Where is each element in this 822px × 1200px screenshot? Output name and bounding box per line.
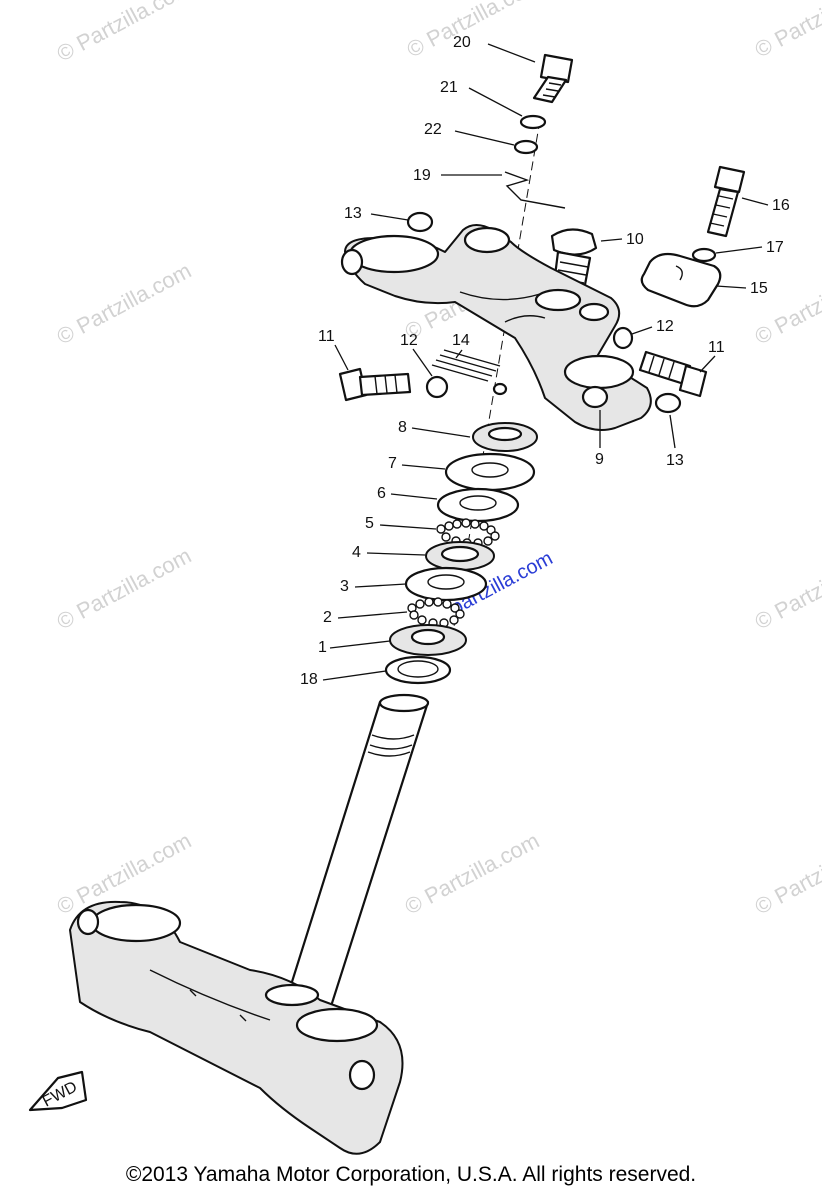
callout-11: 11: [318, 328, 335, 345]
callout-12: 12: [656, 318, 674, 335]
watermark: © Partzilla.com: [751, 0, 822, 62]
callout-11: 11: [708, 339, 725, 356]
part-20-bolt: [532, 53, 574, 104]
callout-4: 4: [352, 544, 361, 561]
callout-22: 22: [424, 121, 442, 138]
watermark: © Partzilla.com: [403, 0, 546, 62]
part-9-upper-bracket: [340, 224, 652, 431]
callout-9: 9: [595, 451, 604, 468]
part-3-race: [404, 566, 488, 602]
callout-12: 12: [400, 332, 418, 349]
callout-14: 14: [452, 332, 470, 349]
part-4-race: [425, 541, 495, 571]
callout-20: 20: [453, 34, 471, 51]
part-13-nut: [406, 211, 434, 233]
part-8-ring-nut: [472, 422, 538, 452]
callout-10: 10: [626, 231, 644, 248]
watermark: © Partzilla.com: [53, 258, 196, 350]
part-16-bolt: [706, 165, 746, 238]
part-6-race: [436, 487, 520, 523]
callout-3: 3: [340, 578, 349, 595]
part-17-washer: [691, 247, 717, 263]
callout-2: 2: [323, 609, 332, 626]
part-22-lockwasher: [513, 139, 539, 155]
part-15-cap: [640, 252, 722, 308]
callout-8: 8: [398, 419, 407, 436]
callout-19: 19: [413, 167, 431, 184]
callout-7: 7: [388, 455, 397, 472]
lower-bracket: [69, 900, 404, 1155]
callouts: 20 21 22 19 13 10 16 17 15 12 11 12 14 1…: [300, 34, 790, 688]
callout-5: 5: [365, 515, 374, 532]
callout-13: 13: [344, 205, 362, 222]
callout-15: 15: [750, 280, 768, 297]
part-11-bolt-left: [338, 367, 412, 402]
callout-18: 18: [300, 671, 318, 688]
part-1-race: [389, 624, 467, 656]
part-11-bolt-right: [638, 350, 708, 398]
steering-stem: [278, 693, 430, 1027]
watermark: © Partzilla.com: [53, 0, 196, 66]
callout-13: 13: [666, 452, 684, 469]
watermark: © Partzilla.com: [53, 543, 196, 635]
part-21-washer: [519, 114, 547, 130]
part-7-cover: [444, 452, 536, 492]
callout-16: 16: [772, 197, 790, 214]
part-14-plate: [431, 349, 508, 396]
watermark: © Partzilla.com: [751, 543, 822, 635]
callout-1: 1: [318, 639, 327, 656]
fwd-arrow: FWD: [28, 1070, 88, 1112]
watermark: © Partzilla.com: [751, 828, 822, 920]
part-18-seal: [384, 655, 452, 685]
watermark: © Partzilla.com: [751, 258, 822, 350]
part-12-washer: [425, 375, 449, 399]
copyright-notice: ©2013 Yamaha Motor Corporation, U.S.A. A…: [125, 1163, 697, 1186]
part-19-wire: [504, 171, 566, 209]
part-5-balls: [436, 518, 500, 548]
part-12-washer: [612, 326, 634, 350]
watermark: © Partzilla.com: [401, 828, 544, 920]
callout-21: 21: [440, 79, 458, 96]
part-13-nut: [654, 392, 682, 414]
callout-6: 6: [377, 485, 386, 502]
callout-17: 17: [766, 239, 784, 256]
